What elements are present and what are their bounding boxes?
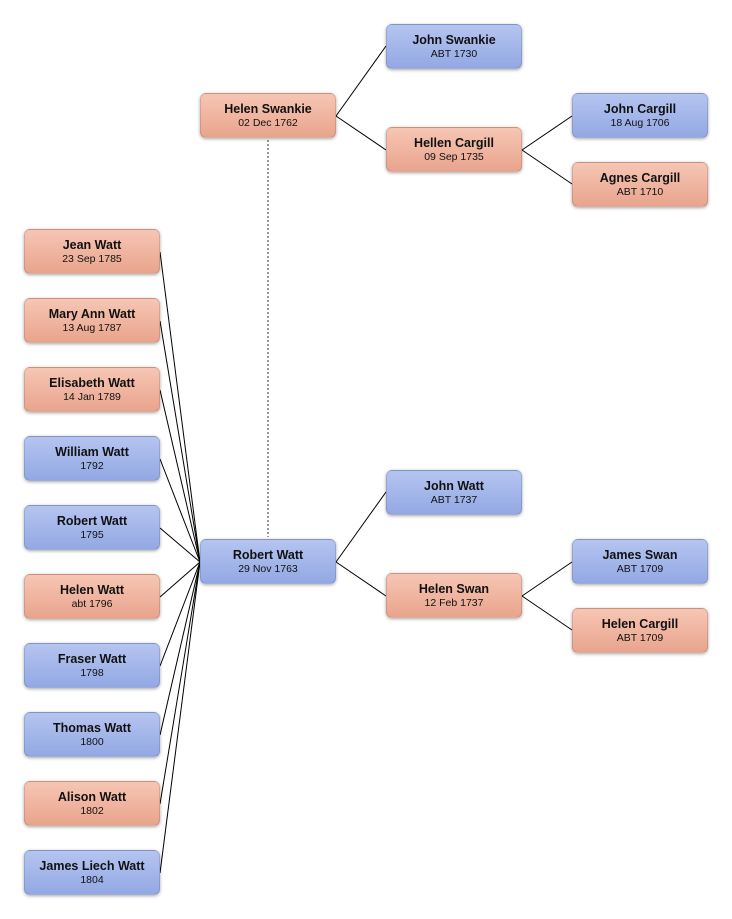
person-name: Helen Swankie	[224, 102, 312, 116]
link-helen-swankie-mother	[335, 115, 387, 151]
person-date: ABT 1709	[616, 563, 664, 575]
child-card[interactable]: William Watt 1792	[24, 436, 160, 481]
link-child-2	[159, 389, 201, 563]
link-child-5	[159, 561, 201, 598]
person-card-helen-cargill[interactable]: Helen Cargill ABT 1709	[572, 608, 708, 653]
link-child-9	[159, 561, 201, 874]
person-name: John Watt	[424, 479, 484, 493]
link-child-6	[159, 561, 201, 667]
person-name: Robert Watt	[232, 548, 304, 562]
child-date: 1795	[80, 529, 104, 541]
child-date: 1802	[80, 805, 104, 817]
link-robert-watt-father	[335, 491, 387, 563]
link-hellen-cargill-father	[521, 115, 573, 151]
person-name: John Swankie	[412, 33, 496, 47]
child-card[interactable]: Robert Watt 1795	[24, 505, 160, 550]
person-card-agnes-cargill[interactable]: Agnes Cargill ABT 1710	[572, 162, 708, 207]
child-date: 23 Sep 1785	[62, 253, 122, 265]
child-card[interactable]: Elisabeth Watt 14 Jan 1789	[24, 367, 160, 412]
person-date: 09 Sep 1735	[424, 151, 484, 163]
child-name: William Watt	[55, 445, 129, 459]
link-hellen-cargill-mother	[521, 149, 573, 185]
child-date: 1804	[80, 874, 104, 886]
person-name: Helen Swan	[418, 582, 490, 596]
person-card-john-watt[interactable]: John Watt ABT 1737	[386, 470, 522, 515]
child-card[interactable]: Mary Ann Watt 13 Aug 1787	[24, 298, 160, 343]
link-child-7	[159, 561, 201, 736]
child-name: Jean Watt	[62, 238, 122, 252]
person-card-helen-swankie[interactable]: Helen Swankie 02 Dec 1762	[200, 93, 336, 138]
person-name: John Cargill	[603, 102, 677, 116]
person-date: ABT 1709	[616, 632, 664, 644]
child-card[interactable]: Jean Watt 23 Sep 1785	[24, 229, 160, 274]
child-date: 1798	[80, 667, 104, 679]
child-name: James Liech Watt	[39, 859, 145, 873]
person-date: 29 Nov 1763	[238, 563, 298, 575]
child-name: Alison Watt	[57, 790, 127, 804]
child-name: Elisabeth Watt	[49, 376, 135, 390]
link-helen-swankie-father	[335, 45, 387, 117]
person-card-john-cargill[interactable]: John Cargill 18 Aug 1706	[572, 93, 708, 138]
link-child-3	[159, 458, 201, 563]
person-card-robert-watt[interactable]: Robert Watt 29 Nov 1763	[200, 539, 336, 584]
link-child-4	[159, 527, 201, 563]
child-card[interactable]: Alison Watt 1802	[24, 781, 160, 826]
person-date: ABT 1737	[430, 494, 478, 506]
child-name: Thomas Watt	[52, 721, 131, 735]
child-card[interactable]: Helen Watt abt 1796	[24, 574, 160, 619]
child-name: Mary Ann Watt	[48, 307, 136, 321]
person-date: 02 Dec 1762	[238, 117, 298, 129]
person-date: 12 Feb 1737	[424, 597, 484, 609]
person-name: Helen Cargill	[601, 617, 679, 631]
child-date: 1792	[80, 460, 104, 472]
person-name: Hellen Cargill	[414, 136, 494, 150]
person-card-helen-swan[interactable]: Helen Swan 12 Feb 1737	[386, 573, 522, 618]
child-date: abt 1796	[71, 598, 113, 610]
link-child-1	[159, 320, 201, 563]
child-name: Fraser Watt	[57, 652, 127, 666]
link-child-0	[159, 251, 201, 563]
child-name: Robert Watt	[56, 514, 128, 528]
person-card-james-swan[interactable]: James Swan ABT 1709	[572, 539, 708, 584]
link-helen-swan-father	[521, 561, 573, 597]
person-card-hellen-cargill[interactable]: Hellen Cargill 09 Sep 1735	[386, 127, 522, 172]
child-card[interactable]: Thomas Watt 1800	[24, 712, 160, 757]
link-robert-watt-mother	[335, 561, 387, 597]
child-date: 1800	[80, 736, 104, 748]
child-name: Helen Watt	[59, 583, 125, 597]
person-date: ABT 1710	[616, 186, 664, 198]
child-date: 14 Jan 1789	[63, 391, 121, 403]
child-date: 13 Aug 1787	[62, 322, 122, 334]
link-child-8	[159, 561, 201, 805]
person-name: James Swan	[602, 548, 678, 562]
person-name: Agnes Cargill	[599, 171, 681, 185]
person-date: ABT 1730	[430, 48, 478, 60]
person-date: 18 Aug 1706	[610, 117, 670, 129]
person-card-john-swankie[interactable]: John Swankie ABT 1730	[386, 24, 522, 69]
child-card[interactable]: James Liech Watt 1804	[24, 850, 160, 895]
link-helen-swan-mother	[521, 595, 573, 631]
child-card[interactable]: Fraser Watt 1798	[24, 643, 160, 688]
